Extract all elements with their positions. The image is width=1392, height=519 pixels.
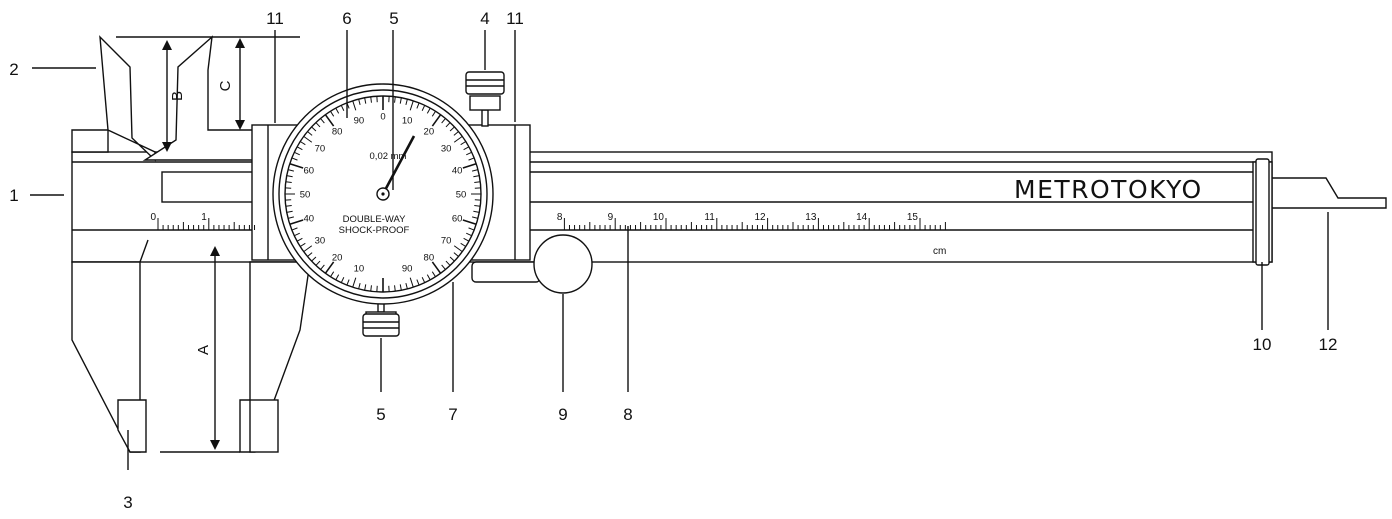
dimension-a: A: [160, 246, 240, 452]
sliding-jaw-lower: [240, 262, 310, 452]
depth-rod: [1272, 178, 1386, 208]
dial-number: 90: [354, 115, 365, 126]
scale-number: 14: [856, 212, 868, 223]
scale-number: 0: [150, 212, 156, 223]
dial-number: 20: [424, 126, 435, 137]
scale-number: 12: [754, 212, 766, 223]
dial-number: 90: [402, 264, 413, 275]
dial-number: 50: [300, 190, 311, 201]
callout-10: 10: [1253, 335, 1272, 354]
callout-2: 2: [9, 60, 18, 79]
brand-logo-text: METROTOKYO: [1014, 175, 1203, 204]
dial-text-line1: DOUBLE-WAY: [343, 214, 406, 225]
dial-number: 0: [380, 112, 385, 123]
scale-number: 15: [907, 212, 919, 223]
scale-number: 8: [557, 212, 563, 223]
callout-5-top: 5: [389, 9, 398, 28]
dim-label-a: A: [195, 345, 212, 355]
callout-11-left: 11: [266, 9, 284, 28]
dial-number: 10: [354, 264, 365, 275]
dial-number: 60: [452, 214, 463, 225]
scale-number: 1: [201, 212, 207, 223]
callout-6: 6: [342, 9, 351, 28]
scale-unit: cm: [933, 246, 946, 257]
dim-label-b: B: [169, 91, 186, 101]
callout-3: 3: [123, 493, 132, 512]
dim-label-c: C: [217, 80, 234, 91]
end-stop: [1253, 159, 1272, 265]
dial-number: 30: [315, 235, 326, 246]
callout-8: 8: [623, 405, 632, 424]
callout-5-bottom: 5: [376, 405, 385, 424]
callout-4: 4: [480, 9, 489, 28]
dial-number: 20: [332, 253, 343, 264]
callout-7: 7: [448, 405, 457, 424]
scale-number: 11: [704, 212, 715, 223]
inside-jaw-upper: [145, 37, 255, 160]
dimension-c: C: [217, 38, 245, 130]
thumb-roller[interactable]: [534, 235, 592, 293]
dial-number: 10: [402, 115, 413, 126]
dial-number: 40: [452, 165, 463, 176]
dial-number: 60: [304, 165, 315, 176]
callout-12: 12: [1319, 335, 1338, 354]
dial-number: 70: [441, 235, 452, 246]
dial-number: 80: [332, 126, 343, 137]
scale-number: 13: [805, 212, 817, 223]
callout-1: 1: [9, 186, 18, 205]
callout-9: 9: [558, 405, 567, 424]
scale-number: 10: [653, 212, 665, 223]
bezel-lock-screw[interactable]: [363, 302, 399, 336]
dial-number: 70: [315, 144, 326, 155]
lock-screw-top[interactable]: [466, 72, 504, 126]
dial-number: 80: [424, 253, 435, 264]
dial-text-line2: SHOCK-PROOF: [339, 225, 410, 236]
dial-number: 50: [456, 190, 467, 201]
dial-number: 30: [441, 144, 452, 155]
dial-number: 40: [304, 214, 315, 225]
scale-number: 9: [608, 212, 614, 223]
callout-11-right: 11: [506, 9, 524, 28]
